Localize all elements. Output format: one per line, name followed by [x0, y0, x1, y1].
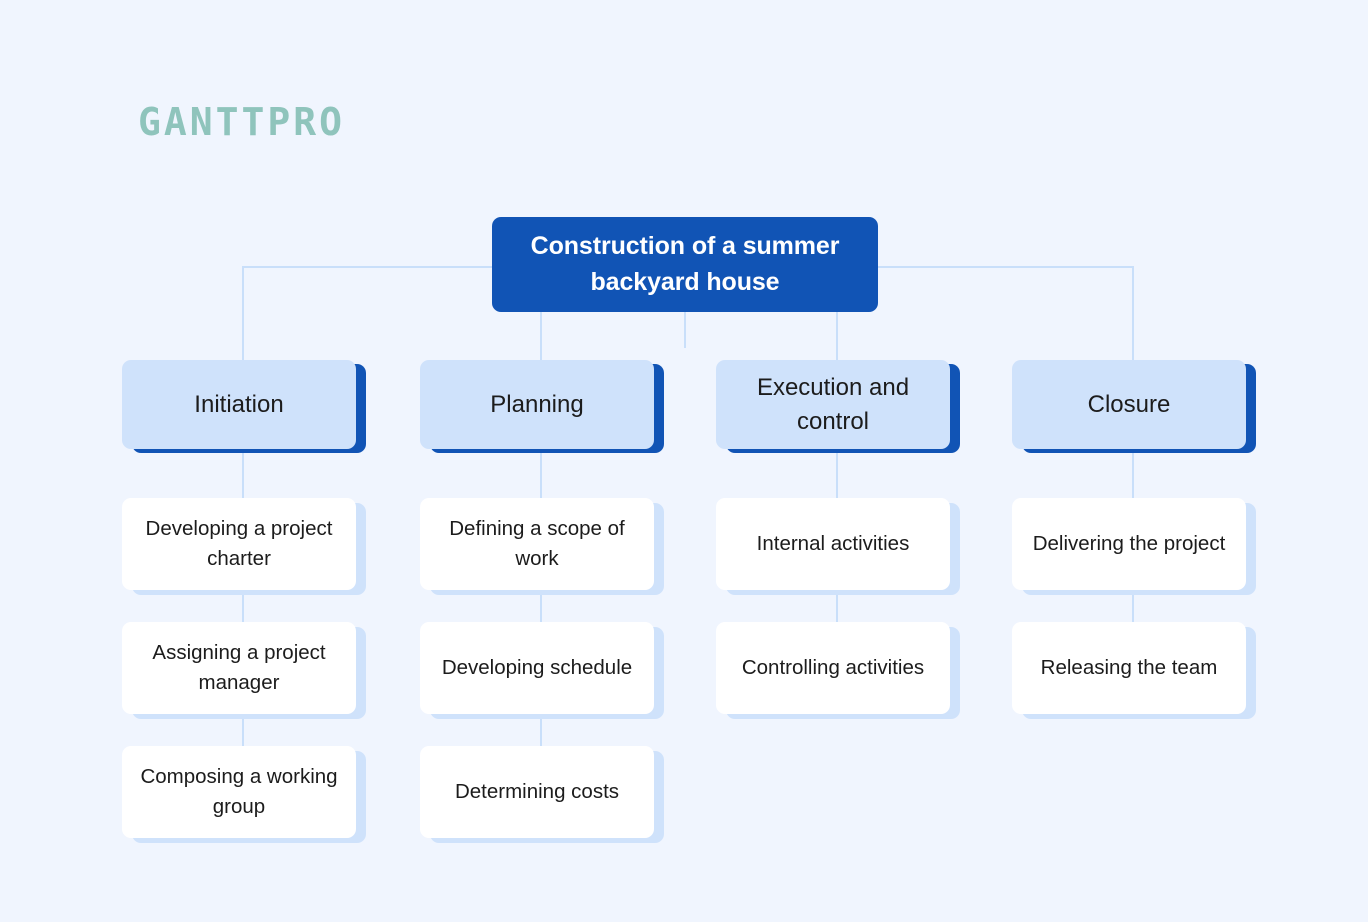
task-node[interactable]: Assigning a project manager	[122, 622, 366, 719]
task-node-label: Determining costs	[454, 780, 620, 804]
connector-initiation-task-1	[242, 449, 244, 498]
connector-initiation-task-2	[242, 590, 244, 622]
phase-node-label: Closure	[1087, 390, 1171, 418]
task-node-face: Assigning a project manager	[122, 622, 356, 714]
connector-initiation-task-3	[242, 714, 244, 746]
connector-execution-task-1	[836, 449, 838, 498]
task-node-face: Developing schedule	[420, 622, 654, 714]
task-node-face: Defining a scope of work	[420, 498, 654, 590]
task-node[interactable]: Defining a scope of work	[420, 498, 664, 595]
task-node-face: Internal activities	[716, 498, 950, 590]
task-node[interactable]: Developing a project charter	[122, 498, 366, 595]
phase-node-label: Execution and control	[756, 374, 910, 435]
phase-node-face: Initiation	[122, 360, 356, 449]
task-node[interactable]: Composing a working group	[122, 746, 366, 843]
task-node[interactable]: Determining costs	[420, 746, 664, 843]
phase-node-execution-and-control[interactable]: Execution and control	[716, 360, 960, 453]
phase-node-label: Planning	[490, 390, 584, 418]
task-node-face: Controlling activities	[716, 622, 950, 714]
task-node-label: Defining a scope of work	[449, 517, 625, 570]
connector-drop-planning	[540, 312, 542, 360]
task-node-face: Releasing the team	[1012, 622, 1246, 714]
phase-node-label: Initiation	[194, 390, 284, 418]
task-node[interactable]: Releasing the team	[1012, 622, 1256, 719]
phase-node-face: Execution and control	[716, 360, 950, 449]
phase-node-face: Closure	[1012, 360, 1246, 449]
connector-planning-task-1	[540, 449, 542, 498]
task-node[interactable]: Internal activities	[716, 498, 960, 595]
phase-node-closure[interactable]: Closure	[1012, 360, 1256, 453]
task-node-face: Determining costs	[420, 746, 654, 838]
connector-closure-task-2	[1132, 590, 1134, 622]
task-node-face: Composing a working group	[122, 746, 356, 838]
root-node-project-title[interactable]: Construction of a summer backyard house	[492, 217, 878, 312]
task-node-label: Releasing the team	[1040, 656, 1218, 680]
connector-root-stem	[684, 312, 686, 348]
connector-closure-task-1	[1132, 449, 1134, 498]
task-node-face: Developing a project charter	[122, 498, 356, 590]
connector-drop-initiation	[242, 266, 244, 360]
task-node-label: Controlling activities	[741, 656, 925, 680]
task-node-label: Internal activities	[756, 532, 910, 556]
task-node-label: Composing a working group	[140, 765, 338, 818]
ganttpro-logo: GANTTPRO	[138, 100, 346, 144]
phase-node-face: Planning	[420, 360, 654, 449]
task-node[interactable]: Controlling activities	[716, 622, 960, 719]
task-node-label: Delivering the project	[1032, 532, 1226, 556]
task-node-label: Assigning a project manager	[152, 641, 326, 694]
connector-execution-task-2	[836, 590, 838, 622]
phase-node-planning[interactable]: Planning	[420, 360, 664, 453]
phase-node-initiation[interactable]: Initiation	[122, 360, 366, 453]
connector-planning-task-3	[540, 714, 542, 746]
task-node-label: Developing a project charter	[145, 517, 333, 570]
task-node[interactable]: Developing schedule	[420, 622, 664, 719]
connector-planning-task-2	[540, 590, 542, 622]
connector-drop-closure	[1132, 266, 1134, 360]
root-node-label: Construction of a summer backyard house	[530, 232, 840, 296]
connector-drop-execution	[836, 312, 838, 360]
task-node[interactable]: Delivering the project	[1012, 498, 1256, 595]
task-node-face: Delivering the project	[1012, 498, 1246, 590]
task-node-label: Developing schedule	[441, 656, 633, 680]
